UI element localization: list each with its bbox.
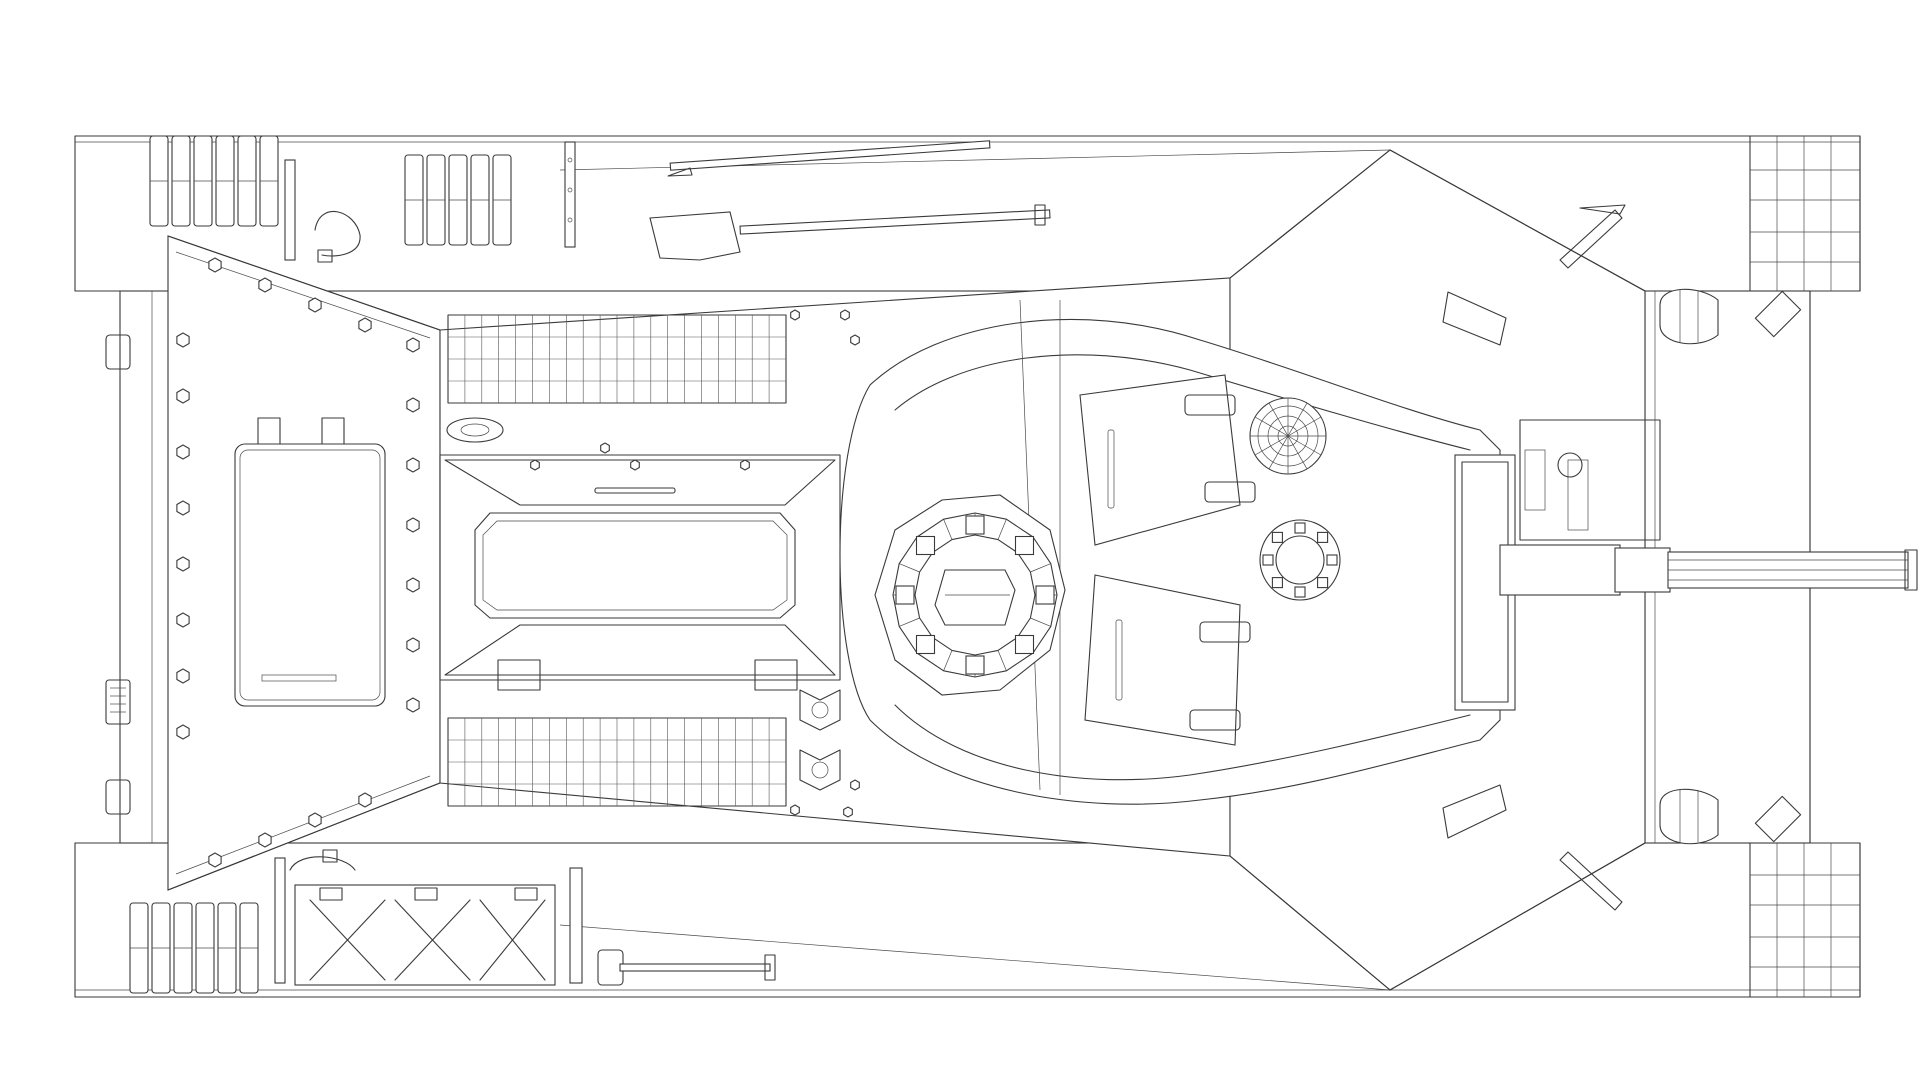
cupola-segment	[997, 519, 1007, 540]
periscope-block	[1294, 522, 1306, 534]
rivet	[740, 459, 750, 471]
periscope-ring-inner	[1275, 535, 1325, 585]
headlight-bottom	[1659, 788, 1802, 845]
rear-access-hatch	[234, 417, 386, 707]
cupola-segment	[899, 617, 920, 627]
tool-crowbar	[667, 140, 991, 177]
deck-fittings	[446, 417, 841, 791]
rivet	[176, 724, 190, 740]
rivet	[176, 500, 190, 516]
spare-track-links-top	[149, 135, 512, 246]
rivet	[258, 277, 272, 293]
rivet	[308, 297, 322, 313]
vent-spoke	[1287, 416, 1322, 437]
periscope-block	[1294, 586, 1306, 598]
loader-hatch-top	[1079, 374, 1256, 546]
cupola-segment	[1030, 617, 1051, 627]
rivet	[176, 668, 190, 684]
engine-grille-bottom	[447, 717, 787, 807]
tow-cable-top	[284, 159, 361, 263]
tool-shovel	[649, 204, 1051, 261]
rivet	[176, 388, 190, 404]
periscope-block	[1271, 577, 1283, 589]
tool-jack-bottom	[569, 867, 776, 986]
side-handles	[105, 334, 131, 815]
rivet	[850, 334, 860, 346]
rivet	[406, 397, 420, 413]
rivet	[843, 806, 853, 818]
periscope-block	[1317, 531, 1329, 543]
periscope-block	[1271, 531, 1283, 543]
periscope	[965, 515, 985, 535]
rivet	[358, 317, 372, 333]
rivet	[840, 309, 850, 321]
tow-cable-bottom	[274, 849, 356, 984]
ventilator-dome	[1249, 397, 1327, 475]
hull-rivets	[176, 257, 860, 868]
front-track-links-bottom	[1749, 842, 1861, 998]
vent-spoke	[1287, 435, 1308, 470]
rivet	[358, 792, 372, 808]
cupola-hatch	[934, 569, 1016, 626]
periscope	[965, 655, 985, 675]
rivet	[176, 332, 190, 348]
periscope-block	[1262, 554, 1274, 566]
main-gun-barrel	[1499, 544, 1918, 596]
rivet	[208, 852, 222, 868]
rivet	[406, 697, 420, 713]
vent-spoke	[1287, 402, 1308, 437]
spare-track-links-bottom	[129, 902, 259, 994]
front-track-links-top	[1749, 135, 1861, 292]
periscope-ring	[1259, 519, 1341, 601]
rivet	[530, 459, 540, 471]
vent-spoke	[1254, 435, 1289, 456]
periscope-block	[1326, 554, 1338, 566]
rivet	[176, 612, 190, 628]
rear-deck-plates	[167, 235, 441, 891]
cupola-segment	[943, 650, 953, 671]
commander-cupola	[874, 494, 1066, 696]
vent-spoke	[1254, 416, 1289, 437]
periscope	[1014, 634, 1035, 655]
rivet	[406, 517, 420, 533]
rivet	[790, 804, 800, 816]
vent-spoke	[1268, 402, 1289, 437]
engine-grille-top	[447, 314, 787, 404]
rivet	[258, 832, 272, 848]
rivet	[850, 779, 860, 791]
periscope	[1014, 535, 1035, 556]
tool-pickaxe	[564, 141, 576, 248]
rivet	[406, 577, 420, 593]
headlight-top	[1659, 288, 1802, 345]
cupola-segment	[899, 563, 920, 573]
vent-spoke	[1268, 435, 1289, 470]
rivet	[208, 257, 222, 273]
rivet	[176, 444, 190, 460]
rivet	[176, 556, 190, 572]
rivet	[790, 309, 800, 321]
periscope	[915, 535, 936, 556]
cupola-segment	[943, 519, 953, 540]
periscope	[895, 585, 915, 605]
periscope	[915, 634, 936, 655]
rivet	[406, 457, 420, 473]
periscope	[1035, 585, 1055, 605]
vent-spoke	[1287, 435, 1322, 456]
rivet	[308, 812, 322, 828]
tool-box-bottom	[294, 884, 556, 986]
cupola-segment	[1030, 563, 1051, 573]
rivet	[630, 459, 640, 471]
loader-hatch-bottom	[1084, 574, 1251, 746]
cupola-segment	[997, 650, 1007, 671]
rivet	[406, 337, 420, 353]
rivet	[600, 442, 610, 454]
rivet	[406, 637, 420, 653]
tow-hooks	[1559, 204, 1626, 911]
periscope-block	[1317, 577, 1329, 589]
